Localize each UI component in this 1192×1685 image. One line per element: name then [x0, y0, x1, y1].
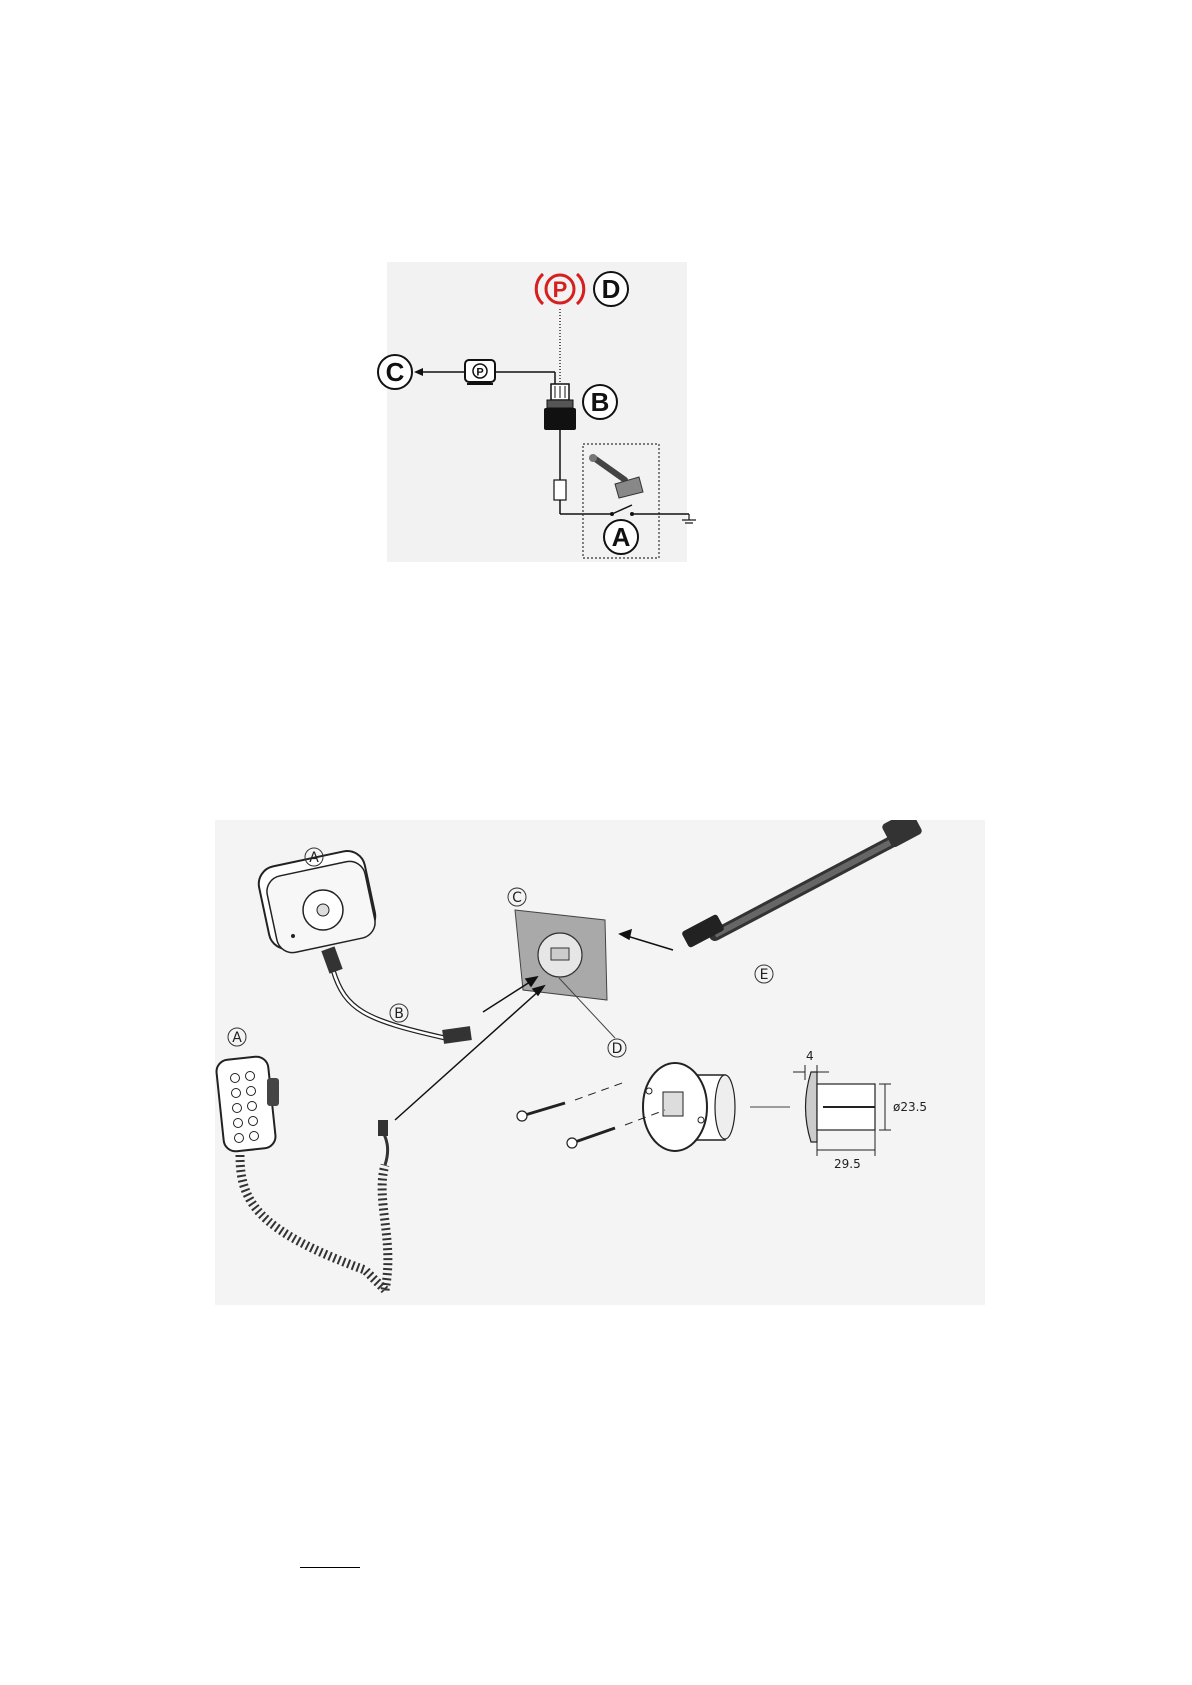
inline-connector-icon: [554, 480, 566, 500]
dimension-thickness: 4: [806, 1049, 814, 1063]
dimension-depth: 29.5: [834, 1157, 861, 1171]
parking-indicator-icon: P: [465, 360, 495, 384]
callout-a-bottom: A: [232, 1030, 242, 1046]
keypad-plug-icon: [378, 1120, 388, 1136]
callout-b: B: [591, 387, 610, 417]
callout-c: C: [386, 357, 405, 387]
wiring-schematic-svg: P D C P B: [357, 262, 697, 562]
footnote-rule: [300, 1567, 360, 1568]
wiring-schematic: P D C P B: [357, 262, 697, 562]
dimension-diameter: ø23.5: [893, 1100, 927, 1114]
parking-indicator-letter: P: [476, 367, 483, 379]
flush-socket-d-icon: [643, 1063, 735, 1151]
callout-c: C: [512, 890, 522, 906]
callout-a-top: A: [309, 850, 319, 866]
schematic-background: [387, 262, 687, 562]
parking-symbol-letter: P: [553, 277, 568, 302]
callout-e: E: [760, 967, 769, 983]
callout-a: A: [612, 522, 631, 552]
installation-drawing-svg: A B A C: [215, 820, 985, 1305]
callout-d: D: [612, 1041, 623, 1057]
keypad-device-icon: [215, 1056, 279, 1153]
callout-b: B: [394, 1006, 404, 1022]
installation-drawing: A B A C: [215, 820, 985, 1305]
callout-d: D: [602, 274, 621, 304]
